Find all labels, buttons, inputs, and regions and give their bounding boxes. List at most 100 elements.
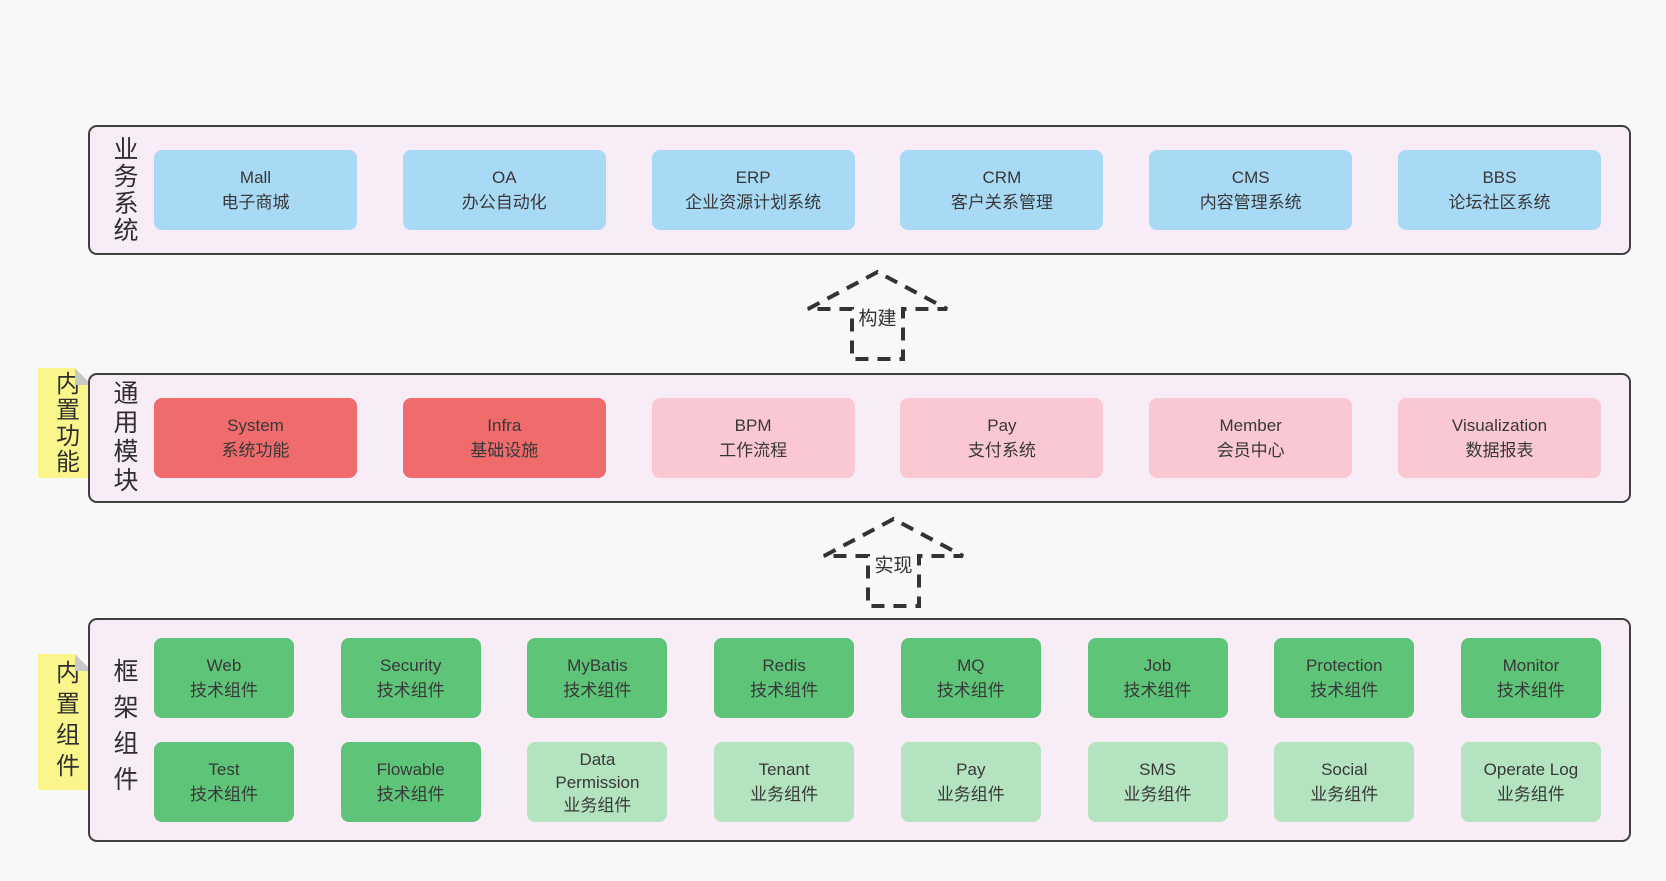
band-label: 框架组件 xyxy=(110,658,138,802)
box-protection: Protection 技术组件 xyxy=(1274,638,1415,718)
box-subtitle: 办公自动化 xyxy=(461,193,547,212)
box-pay-component: Pay 业务组件 xyxy=(900,742,1041,822)
band-label: 业务系统 xyxy=(110,136,138,244)
box-title: BBS xyxy=(1482,168,1517,187)
band-label: 通用模块 xyxy=(110,380,138,496)
box-subtitle: 技术组件 xyxy=(936,681,1005,700)
box-sms: SMS 业务组件 xyxy=(1087,742,1228,822)
box-subtitle: 论坛社区系统 xyxy=(1448,193,1551,212)
sticky-label: 内置功能 xyxy=(51,371,79,475)
box-system: System 系统功能 xyxy=(154,398,357,478)
box-cms: CMS 内容管理系统 xyxy=(1149,150,1353,230)
box-subtitle: 技术组件 xyxy=(750,681,819,700)
box-title: Mall xyxy=(239,168,272,187)
box-subtitle: 业务组件 xyxy=(563,795,632,815)
box-security: Security 技术组件 xyxy=(340,638,481,718)
box-erp: ERP 企业资源计划系统 xyxy=(651,150,855,230)
box-subtitle: 工作流程 xyxy=(719,441,788,460)
modules-boxes-row: System 系统功能 Infra 基础设施 BPM 工作流程 Pay 支付系统… xyxy=(154,375,1601,501)
band-common-modules: 通用模块 System 系统功能 Infra 基础设施 BPM 工作流程 Pay… xyxy=(88,373,1631,503)
box-subtitle: 会员中心 xyxy=(1216,441,1285,460)
box-subtitle: 技术组件 xyxy=(563,681,632,700)
box-title: Redis xyxy=(762,656,806,675)
arrow-label: 构建 xyxy=(855,302,900,332)
box-title: Security xyxy=(379,656,442,675)
box-bpm: BPM 工作流程 xyxy=(651,398,855,478)
box-title: Infra xyxy=(487,416,522,435)
box-title: Pay xyxy=(987,416,1017,435)
box-title: OA xyxy=(492,168,517,187)
box-subtitle: 业务组件 xyxy=(1496,785,1565,804)
box-test: Test 技术组件 xyxy=(154,742,294,822)
business-boxes-row: Mall 电子商城 OA 办公自动化 ERP 企业资源计划系统 CRM 客户关系… xyxy=(154,127,1601,253)
box-title: BPM xyxy=(734,416,772,435)
band-framework-components: 框架组件 Web 技术组件 Security 技术组件 MyBatis 技术组件… xyxy=(88,618,1631,842)
box-subtitle: 业务组件 xyxy=(1123,785,1192,804)
box-subtitle: 业务组件 xyxy=(936,785,1005,804)
box-title: Monitor xyxy=(1502,656,1560,675)
box-subtitle: 业务组件 xyxy=(750,785,819,804)
box-title: ERP xyxy=(735,168,771,187)
box-title: Data Permission xyxy=(555,749,640,792)
box-redis: Redis 技术组件 xyxy=(714,638,855,718)
box-subtitle: 企业资源计划系统 xyxy=(685,193,822,212)
box-subtitle: 业务组件 xyxy=(1310,785,1379,804)
box-tenant: Tenant 业务组件 xyxy=(714,742,855,822)
band-business-systems: 业务系统 Mall 电子商城 OA 办公自动化 ERP 企业资源计划系统 CRM… xyxy=(88,125,1631,255)
box-title: Member xyxy=(1219,416,1282,435)
box-title: Job xyxy=(1143,656,1172,675)
box-subtitle: 技术组件 xyxy=(1123,681,1192,700)
box-oa: OA 办公自动化 xyxy=(402,150,606,230)
box-title: MyBatis xyxy=(567,656,628,675)
box-subtitle: 技术组件 xyxy=(190,681,258,700)
box-subtitle: 技术组件 xyxy=(1496,681,1565,700)
box-title: Visualization xyxy=(1451,416,1548,435)
box-title: CMS xyxy=(1231,168,1270,187)
box-title: Web xyxy=(206,656,242,675)
box-monitor: Monitor 技术组件 xyxy=(1460,638,1601,718)
box-social: Social 业务组件 xyxy=(1274,742,1415,822)
box-title: MQ xyxy=(957,656,985,675)
box-web: Web 技术组件 xyxy=(154,638,294,718)
box-subtitle: 支付系统 xyxy=(967,441,1036,460)
box-subtitle: 技术组件 xyxy=(376,785,445,804)
arrow-build: 构建 xyxy=(805,268,950,363)
box-data-permission: Data Permission 业务组件 xyxy=(527,742,668,822)
sticky-note-builtin-components: 内置组件 xyxy=(38,654,92,790)
box-subtitle: 技术组件 xyxy=(1310,681,1379,700)
box-title: Social xyxy=(1321,760,1368,779)
box-infra: Infra 基础设施 xyxy=(402,398,606,478)
box-member: Member 会员中心 xyxy=(1149,398,1353,478)
box-subtitle: 技术组件 xyxy=(376,681,445,700)
box-title: CRM xyxy=(982,168,1022,187)
box-subtitle: 系统功能 xyxy=(221,441,290,460)
arrow-label: 实现 xyxy=(871,549,916,579)
box-visualization: Visualization 数据报表 xyxy=(1397,398,1601,478)
sticky-label: 内置组件 xyxy=(51,660,79,784)
components-boxes-grid: Web 技术组件 Security 技术组件 MyBatis 技术组件 Redi… xyxy=(154,638,1601,822)
box-mybatis: MyBatis 技术组件 xyxy=(527,638,668,718)
arrow-implement: 实现 xyxy=(821,515,966,610)
box-title: Operate Log xyxy=(1483,760,1579,779)
box-mall: Mall 电子商城 xyxy=(154,150,357,230)
box-subtitle: 数据报表 xyxy=(1465,441,1534,460)
box-title: SMS xyxy=(1139,760,1176,779)
box-subtitle: 客户关系管理 xyxy=(950,193,1053,212)
box-flowable: Flowable 技术组件 xyxy=(340,742,481,822)
components-row-1: Web 技术组件 Security 技术组件 MyBatis 技术组件 Redi… xyxy=(154,638,1601,718)
box-bbs: BBS 论坛社区系统 xyxy=(1397,150,1601,230)
box-title: Tenant xyxy=(758,760,810,779)
box-subtitle: 基础设施 xyxy=(470,441,539,460)
box-title: Flowable xyxy=(376,760,445,779)
box-subtitle: 内容管理系统 xyxy=(1199,193,1302,212)
box-title: Protection xyxy=(1305,656,1383,675)
box-title: Test xyxy=(208,760,240,779)
box-pay-system: Pay 支付系统 xyxy=(900,398,1104,478)
sticky-note-builtin-features: 内置功能 xyxy=(38,368,92,478)
box-crm: CRM 客户关系管理 xyxy=(900,150,1104,230)
box-job: Job 技术组件 xyxy=(1087,638,1228,718)
components-row-2: Test 技术组件 Flowable 技术组件 Data Permission … xyxy=(154,742,1601,822)
box-subtitle: 技术组件 xyxy=(190,785,258,804)
box-title: System xyxy=(227,416,284,435)
